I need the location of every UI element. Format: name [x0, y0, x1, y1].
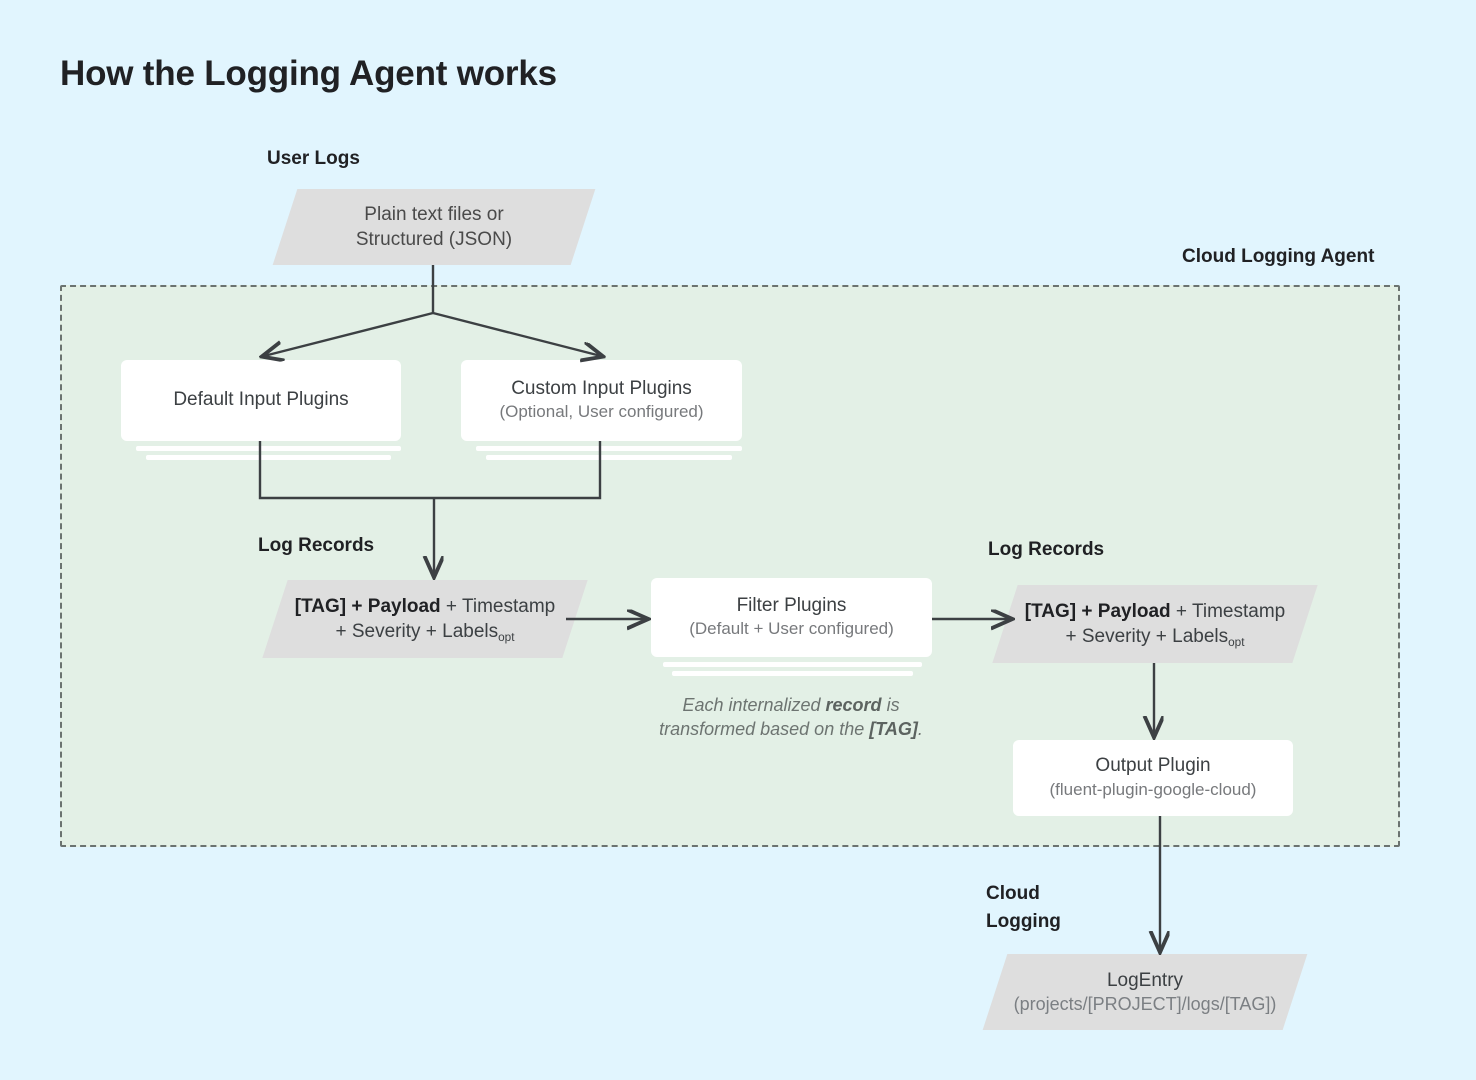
log-record-right-subscript: opt: [1228, 636, 1245, 650]
node-default-input-plugins: Default Input Plugins: [121, 360, 401, 441]
log-record-right-payload: Payload: [1097, 600, 1171, 622]
note-part2: is transformed based on the: [659, 695, 900, 740]
custom-input-plugins-subtitle: (Optional, User configured): [499, 402, 704, 422]
label-log-records-left: Log Records: [258, 535, 375, 556]
log-entry-subtitle: (projects/[PROJECT]/logs/[TAG]): [1013, 993, 1277, 1014]
page-title: How the Logging Agent works: [60, 54, 557, 93]
user-logs-source-line2: Structured (JSON): [355, 229, 513, 250]
filter-plugins-title: Filter Plugins: [736, 594, 847, 616]
note-bold-record: record: [825, 695, 882, 715]
log-record-left-rest2: + Severity + Labels: [335, 621, 499, 642]
log-record-right-rest2: + Severity + Labels: [1065, 626, 1229, 647]
filter-plugins-deck-line-1: [663, 662, 922, 667]
note-transform: Each internalized record is transformed …: [638, 693, 944, 742]
output-plugin-subtitle: (fluent-plugin-google-cloud): [1049, 779, 1257, 799]
node-filter-plugins: Filter Plugins (Default + User configure…: [651, 578, 932, 657]
node-user-logs-source: Plain text files or Structured (JSON): [272, 189, 596, 265]
custom-input-plugins-title: Custom Input Plugins: [511, 377, 692, 399]
default-input-plugins-title: Default Input Plugins: [173, 389, 349, 411]
label-cloud-logging: Cloud Logging: [986, 883, 1061, 932]
log-record-left-subscript: opt: [498, 631, 515, 645]
node-custom-input-plugins: Custom Input Plugins (Optional, User con…: [461, 360, 742, 441]
log-record-left-plus: +: [346, 595, 368, 617]
custom-input-deck-line-2: [486, 455, 732, 460]
log-record-right-rest1: + Timestamp: [1170, 600, 1286, 622]
node-log-record-right: [TAG] + Payload + Timestamp + Severity +…: [992, 585, 1318, 663]
log-entry-title: LogEntry: [1106, 969, 1184, 991]
log-record-right-plus: +: [1076, 600, 1098, 622]
node-log-record-left: [TAG] + Payload + Timestamp + Severity +…: [262, 580, 588, 658]
log-record-left-payload: Payload: [367, 595, 441, 617]
node-log-entry: LogEntry (projects/[PROJECT]/logs/[TAG]): [982, 954, 1308, 1030]
default-input-deck-line-2: [146, 455, 391, 460]
label-cloud-logging-agent: Cloud Logging Agent: [1182, 246, 1375, 267]
log-record-left-tag: [TAG]: [294, 595, 347, 617]
node-output-plugin: Output Plugin (fluent-plugin-google-clou…: [1013, 740, 1293, 816]
note-bold-tag: [TAG]: [869, 719, 918, 740]
filter-plugins-subtitle: (Default + User configured): [689, 619, 894, 639]
default-input-deck-line-1: [136, 446, 401, 451]
user-logs-source-line1: Plain text files or: [364, 203, 504, 225]
label-log-records-right: Log Records: [988, 539, 1105, 560]
note-part3: .: [917, 719, 923, 740]
log-record-right-tag: [TAG]: [1024, 600, 1077, 622]
filter-plugins-deck-line-2: [672, 671, 913, 676]
log-record-left-rest1: + Timestamp: [440, 595, 556, 617]
label-user-logs: User Logs: [267, 148, 360, 169]
note-part1: Each internalized: [682, 695, 826, 715]
custom-input-deck-line-1: [476, 446, 742, 451]
output-plugin-title: Output Plugin: [1095, 755, 1211, 777]
